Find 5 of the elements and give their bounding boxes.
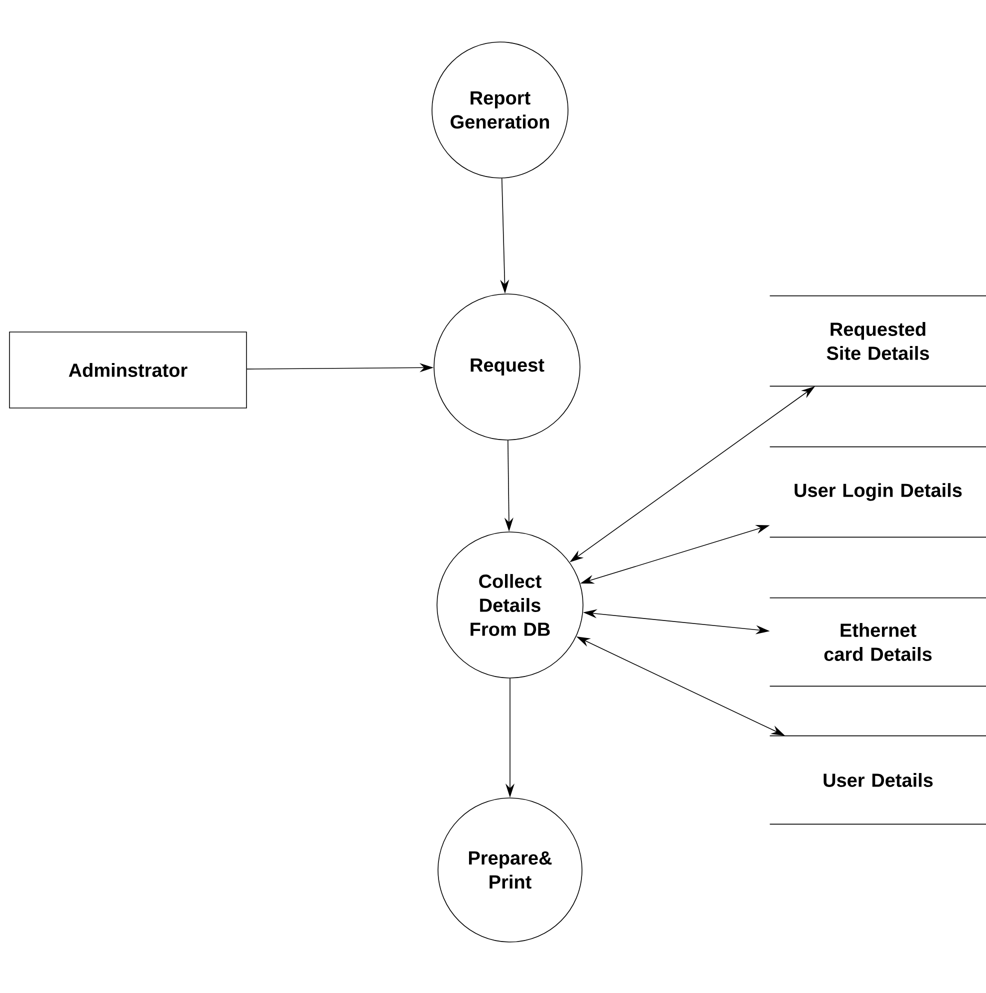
data-store: Ethernet card Details bbox=[769, 597, 986, 687]
entity-box: Adminstrator bbox=[9, 332, 247, 408]
data-store: User Login Details bbox=[769, 446, 986, 538]
data-store: User Details bbox=[769, 735, 986, 825]
data-store: Requested Site Details bbox=[769, 295, 986, 387]
